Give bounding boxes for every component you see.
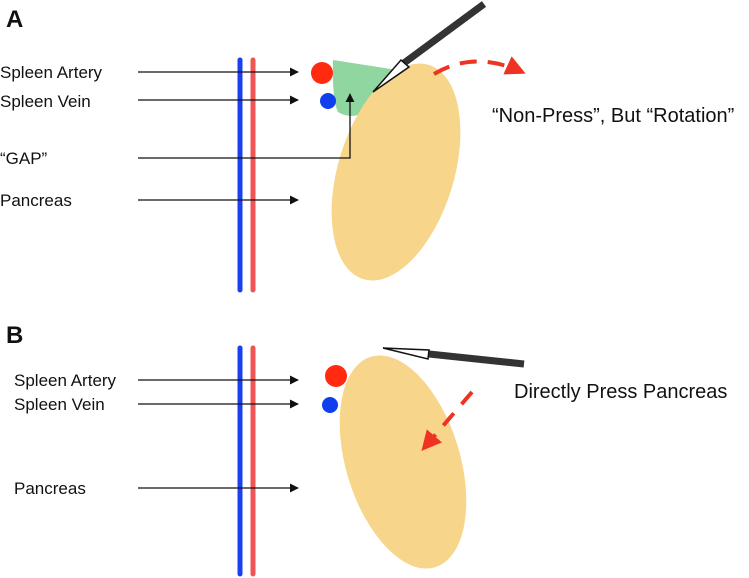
panel-a-label-gap: “GAP”: [0, 149, 48, 168]
panel-a-note: “Non-Press”, But “Rotation”: [492, 105, 734, 127]
panel-b-label-pancreas: Pancreas: [14, 479, 86, 498]
panel-b-note: Directly Press Pancreas: [514, 381, 727, 403]
panel-b-artery-dot: [325, 365, 347, 387]
panel-b-pancreas-shape: [339, 355, 467, 569]
panel-a-letter: A: [6, 6, 23, 33]
panel-b-label-artery: Spleen Artery: [14, 371, 117, 390]
panel-b: B Spleen Artery Spleen Vein Pancreas Dir…: [6, 322, 727, 577]
panel-b-instrument: [382, 347, 525, 368]
panel-a-label-vein: Spleen Vein: [0, 92, 91, 111]
panel-a: A Spleen Artery Spleen Vein “GAP” Pancre…: [0, 1, 734, 293]
panel-a-label-pancreas: Pancreas: [0, 191, 72, 210]
panel-a-label-artery: Spleen Artery: [0, 63, 103, 82]
panel-a-instrument: [372, 1, 487, 93]
panel-a-pancreas-shape: [331, 63, 461, 281]
panel-a-gap-pointer-arrow: [138, 93, 355, 159]
panel-a-rotation-arrow: [432, 56, 526, 76]
panel-b-vein-dot: [322, 397, 338, 413]
panel-a-vein-dot: [320, 93, 336, 109]
panel-b-label-vein: Spleen Vein: [14, 395, 105, 414]
panel-a-artery-dot: [311, 62, 333, 84]
panel-b-press-arrow: [421, 390, 474, 452]
panel-b-letter: B: [6, 322, 23, 349]
